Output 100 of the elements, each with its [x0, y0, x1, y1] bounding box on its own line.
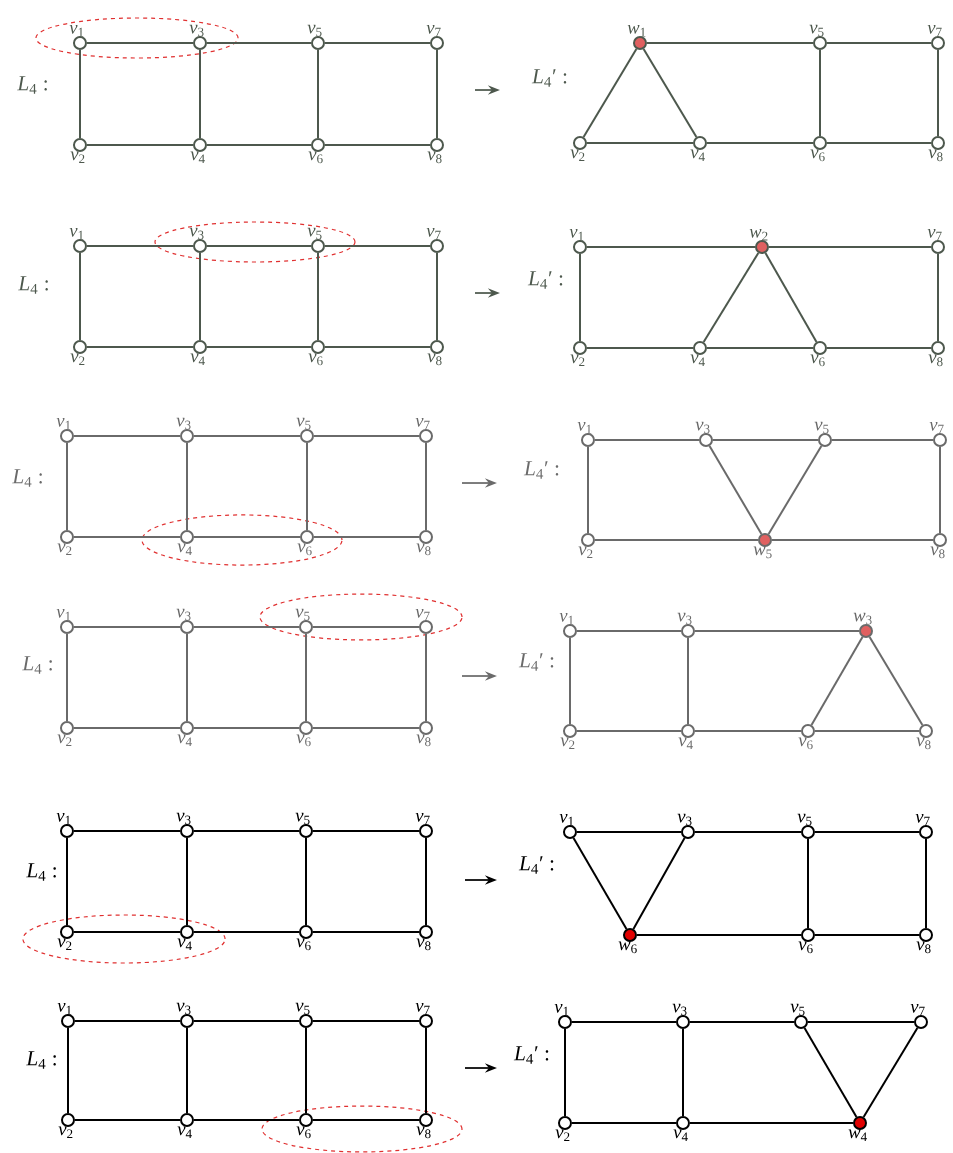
vertex-label: v$_{6}$: [810, 354, 825, 367]
vertex-label: v$_{8}$: [427, 353, 442, 366]
graph-edge: [86, 245, 194, 247]
graph-edge: [193, 536, 301, 538]
graph-edge: [193, 626, 300, 628]
graph-edge: [810, 636, 864, 726]
graph-edge: [324, 346, 431, 348]
graph-edge: [73, 626, 181, 628]
graph-edge: [312, 727, 420, 729]
vertex-label: v$_{6}$: [798, 941, 813, 954]
graph-edge: [939, 446, 941, 534]
graph-edge: [436, 252, 438, 341]
graph-edge: [305, 633, 307, 722]
graph-edge: [706, 347, 814, 349]
graph-edge: [768, 246, 932, 248]
graph-edge: [862, 1027, 919, 1118]
graph-edge: [694, 630, 860, 632]
vertex-label: v$_{1}$: [559, 813, 574, 826]
graph-edge: [317, 252, 319, 341]
graph-name: L$_{4}$ :: [26, 863, 56, 881]
vertex-label: v$_{8}$: [416, 543, 431, 556]
graph-edge: [642, 48, 698, 138]
vertex-label: v$_{5}$: [307, 24, 322, 37]
graph-edge: [576, 831, 682, 833]
vertex-label: v$_{2}$: [578, 546, 593, 559]
vertex-label: v$_{4}$: [177, 543, 192, 556]
vertex-label: v$_{4}$: [177, 1126, 192, 1139]
graph-edge: [74, 1119, 181, 1121]
vertex-label: v$_{5}$: [296, 417, 311, 430]
vertex-label: v$_{2}$: [70, 151, 85, 164]
graph-edge: [186, 442, 188, 531]
vertex-label: v$_{1}$: [69, 227, 84, 240]
graph-edge: [636, 934, 802, 936]
graph-name: L$_{4}$′ :: [518, 653, 554, 671]
vertex-label: v$_{1}$: [56, 608, 71, 621]
graph-edge: [687, 637, 689, 725]
graph-edge: [689, 1122, 854, 1124]
graph-edge: [819, 49, 821, 137]
graph-edge: [74, 1020, 181, 1022]
vertex-label: v$_{1}$: [69, 24, 84, 37]
graph-name: L$_{4}$ :: [12, 469, 42, 487]
graph-edge: [708, 445, 763, 535]
graph-edge: [206, 245, 312, 247]
graph-edge: [66, 837, 68, 926]
vertex-label: v$_{1}$: [56, 812, 71, 825]
vertex-label: w$_{4}$: [848, 1129, 867, 1142]
graph-edge: [186, 837, 188, 926]
graph-edge: [572, 837, 628, 930]
vertex-label: v$_{3}$: [176, 812, 191, 825]
graph-name: L$_{4}$′ :: [523, 461, 559, 479]
vertex-label: v$_{4}$: [690, 354, 705, 367]
graph-edge: [594, 539, 759, 541]
vertex-label: v$_{7}$: [929, 421, 944, 434]
vertex-label: v$_{8}$: [916, 941, 931, 954]
vertex-label: v$_{5}$: [295, 1002, 310, 1015]
vertex-label: v$_{3}$: [677, 612, 692, 625]
graph-edge: [925, 838, 927, 929]
vertex-label: v$_{4}$: [190, 353, 205, 366]
graph-edge: [771, 539, 934, 541]
graph-edge: [206, 42, 312, 44]
vertex-label: v$_{8}$: [928, 149, 943, 162]
vertex-label: v$_{7}$: [927, 228, 942, 241]
vertex-label: v$_{8}$: [416, 1126, 431, 1139]
vertex-label: w$_{3}$: [853, 612, 872, 625]
vertex-label: v$_{5}$: [295, 608, 310, 621]
graph-edge: [199, 252, 201, 341]
vertex-label: v$_{3}$: [189, 24, 204, 37]
graph-edge: [586, 347, 694, 349]
graph-edge: [436, 49, 438, 139]
graph-edge: [814, 831, 920, 833]
graph-edge: [694, 730, 802, 732]
vertex-label: v$_{7}$: [415, 608, 430, 621]
vertex-label: v$_{1}$: [56, 417, 71, 430]
graph-edge: [306, 442, 308, 531]
graph-edge: [571, 1021, 677, 1023]
graph-name: L$_{4}$′ :: [518, 856, 554, 874]
vertex-label: v$_{3}$: [672, 1003, 687, 1016]
graph-edge: [586, 142, 694, 144]
vertex-label: v$_{3}$: [176, 1002, 191, 1015]
graph-edge: [67, 1027, 69, 1114]
vertex-label: v$_{2}$: [560, 737, 575, 750]
graph-name: L$_{4}$′ :: [531, 69, 567, 87]
vertex-label: v$_{1}$: [57, 1002, 72, 1015]
graph-edge: [193, 1119, 300, 1121]
graph-edge: [206, 144, 312, 146]
graph-edge: [937, 253, 939, 342]
graph-edge: [826, 142, 932, 144]
graph-edge: [425, 837, 427, 926]
vertex-label: v$_{7}$: [910, 1003, 925, 1016]
vertex-label: v$_{7}$: [915, 813, 930, 826]
vertex-label: v$_{2}$: [570, 354, 585, 367]
graph-edge: [193, 435, 301, 437]
vertex-label: v$_{5}$: [790, 1003, 805, 1016]
vertex-label: v$_{7}$: [415, 1002, 430, 1015]
graph-edge: [193, 1020, 300, 1022]
vertex-label: v$_{8}$: [427, 151, 442, 164]
graph-edge: [86, 144, 194, 146]
vertex-label: v$_{7}$: [415, 417, 430, 430]
graph-name: L$_{4}$ :: [22, 656, 52, 674]
vertex-label: v$_{5}$: [814, 421, 829, 434]
